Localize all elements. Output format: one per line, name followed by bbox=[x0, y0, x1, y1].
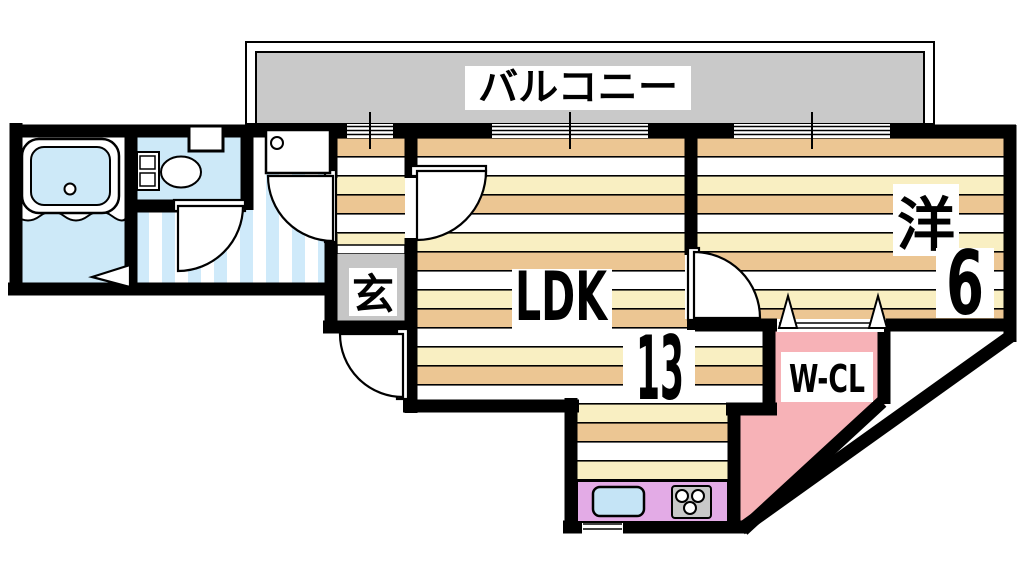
toilet bbox=[136, 151, 202, 191]
ldk-size-label: 13 bbox=[636, 317, 684, 420]
toilet-window bbox=[187, 124, 225, 153]
openings bbox=[187, 112, 890, 534]
labels: バルコニー 玄 LDK 13 洋 6 W-CL bbox=[349, 65, 994, 420]
bathroom-water-line bbox=[15, 210, 128, 222]
washroom-door bbox=[266, 168, 338, 244]
washbasin bbox=[264, 128, 332, 175]
western-room-size-label: 6 bbox=[946, 232, 984, 335]
walls bbox=[8, 123, 1017, 535]
kitchen-counter bbox=[576, 480, 729, 523]
wcl-label-bg bbox=[781, 352, 873, 402]
bathroom-door-marker-icon bbox=[88, 263, 132, 289]
balcony-label: バルコニー bbox=[478, 65, 678, 109]
entrance-label-bg bbox=[349, 268, 397, 316]
stove-burner-icon bbox=[683, 501, 697, 515]
closet-door-marker-icon bbox=[867, 292, 889, 329]
washbasin-faucet-icon bbox=[270, 136, 284, 150]
closet-door-marker-icon bbox=[777, 292, 799, 329]
floors bbox=[15, 137, 1004, 530]
window-hallway bbox=[347, 112, 393, 149]
ldk-size-bg bbox=[623, 330, 695, 402]
western-room-door bbox=[686, 246, 762, 322]
western-room-label: 洋 bbox=[897, 191, 955, 259]
ldk-label-bg bbox=[512, 269, 612, 329]
bathtub-drain-icon bbox=[63, 182, 77, 196]
stove-burner-icon bbox=[691, 489, 705, 503]
bathtub bbox=[20, 137, 121, 215]
kitchen-stove bbox=[671, 485, 712, 519]
stove-burner-icon bbox=[675, 489, 689, 503]
wcl-label: W-CL bbox=[789, 357, 865, 401]
window-ldk bbox=[492, 112, 648, 149]
western-room-label-bg bbox=[893, 184, 959, 256]
entrance-label: 玄 bbox=[352, 270, 394, 319]
entrance-door bbox=[338, 327, 410, 401]
ldk-label: LDK bbox=[515, 258, 608, 337]
window-western-room bbox=[734, 112, 890, 149]
hallway-floor bbox=[337, 137, 405, 245]
wall-wcl-diagonal bbox=[738, 397, 887, 535]
window-kitchen bbox=[582, 521, 623, 534]
closet-door-opening bbox=[777, 292, 889, 332]
balcony-label-bg bbox=[465, 66, 691, 110]
toilet-door bbox=[172, 198, 247, 273]
fixtures bbox=[20, 128, 729, 523]
kitchen-sink bbox=[591, 485, 646, 518]
ldk-door bbox=[409, 164, 488, 242]
entrance-step bbox=[336, 244, 406, 255]
doors bbox=[88, 164, 762, 401]
western-room-size-bg bbox=[936, 248, 994, 318]
ldk-floor-east bbox=[685, 319, 769, 409]
bathroom-floor bbox=[16, 211, 127, 284]
